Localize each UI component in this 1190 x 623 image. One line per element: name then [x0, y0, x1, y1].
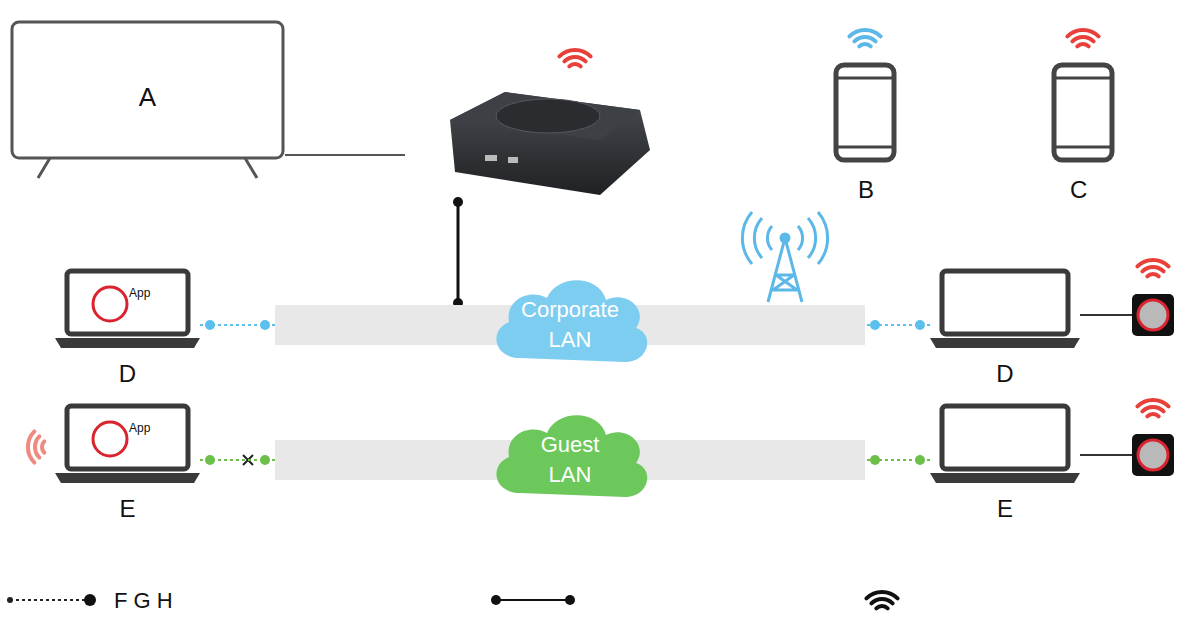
link-dot [915, 455, 925, 465]
laptop-outline [55, 403, 200, 491]
laptop-node: AppE [55, 403, 200, 491]
button-ring [1138, 440, 1168, 470]
laptop-screen [67, 406, 188, 469]
tower-frame [768, 238, 802, 302]
phone-bezel [838, 146, 892, 149]
link-dot [260, 320, 270, 330]
device-letter: B [858, 176, 874, 204]
usb-cable [1080, 314, 1132, 316]
wired-link [457, 202, 460, 303]
phone [836, 65, 894, 160]
tower-waves [798, 212, 828, 264]
laptop-outline [930, 403, 1080, 491]
wifi-icon [1137, 260, 1168, 276]
usb-port [485, 155, 497, 161]
button-ring [1138, 300, 1168, 330]
wifi-icon [849, 30, 880, 46]
link-dot [205, 455, 215, 465]
device-letter: E [55, 495, 200, 523]
wifi-icon [559, 50, 590, 66]
wifi-icon [1067, 30, 1098, 46]
legend-dot [84, 594, 96, 606]
base-unit [450, 92, 650, 195]
laptop-base [55, 473, 200, 483]
laptop-outline [930, 268, 1080, 356]
phone-bezel [1056, 146, 1110, 149]
tower-top [781, 234, 789, 242]
legend-dot [565, 595, 575, 605]
radio-tower [742, 212, 827, 302]
app-logo [93, 287, 127, 321]
device-letter: C [1070, 176, 1087, 204]
network-link [200, 320, 275, 330]
network-cloud: Guest LAN [275, 440, 865, 480]
legend-solid-sample [496, 599, 570, 601]
hdmi-cable [285, 154, 405, 156]
wifi-icon [1137, 400, 1168, 416]
device-letter: D [930, 360, 1080, 388]
link-dot [205, 320, 215, 330]
app-name: App [129, 286, 150, 300]
network-link [200, 455, 275, 465]
cloud-shape [496, 415, 647, 497]
button-device [1132, 434, 1174, 476]
laptop-screen [942, 271, 1068, 334]
phone-bezel [1056, 77, 1110, 80]
cloud-shape [496, 280, 647, 362]
phone-bezel [838, 77, 892, 80]
legend-dashed-sample [10, 599, 88, 601]
screen-letter: A [10, 82, 285, 113]
laptop-base [930, 473, 1080, 483]
laptop-outline [55, 268, 200, 356]
device-letter: E [930, 495, 1080, 523]
laptop-base [55, 338, 200, 348]
link-dot [453, 197, 463, 207]
app-logo [93, 422, 127, 456]
legend-dot [491, 595, 501, 605]
link-dot [260, 455, 270, 465]
base-unit-dial [496, 99, 600, 133]
button-device [1132, 294, 1174, 336]
link-dot [915, 320, 925, 330]
phone [1054, 65, 1112, 160]
laptop-node: E [930, 403, 1080, 491]
network-link [865, 455, 930, 465]
laptop-base [930, 338, 1080, 348]
tv-legs [38, 158, 257, 178]
device-letter: D [55, 360, 200, 388]
legend-text: F G H [114, 588, 173, 614]
app-name: App [129, 421, 150, 435]
display-box: A [10, 20, 285, 170]
network-name: Corporate LAN [520, 295, 620, 355]
legend-dot [7, 597, 13, 603]
usb-port [508, 157, 518, 163]
link-dot [870, 320, 880, 330]
cloud [496, 415, 647, 497]
base-unit-top [450, 92, 640, 140]
link-dot [870, 455, 880, 465]
network-name: Guest LAN [520, 430, 620, 490]
usb-cable [1080, 454, 1132, 456]
network-link [865, 320, 930, 330]
laptop-node: D [930, 268, 1080, 356]
laptop-screen [942, 406, 1068, 469]
tower-waves [742, 212, 772, 264]
network-cloud: Corporate LAN [275, 305, 865, 345]
laptop-screen [67, 271, 188, 334]
wifi-icon [28, 431, 44, 462]
laptop-node: AppD [55, 268, 200, 356]
legend-wifi-sample [866, 592, 897, 608]
cloud [496, 280, 647, 362]
base-unit-body [450, 92, 650, 195]
